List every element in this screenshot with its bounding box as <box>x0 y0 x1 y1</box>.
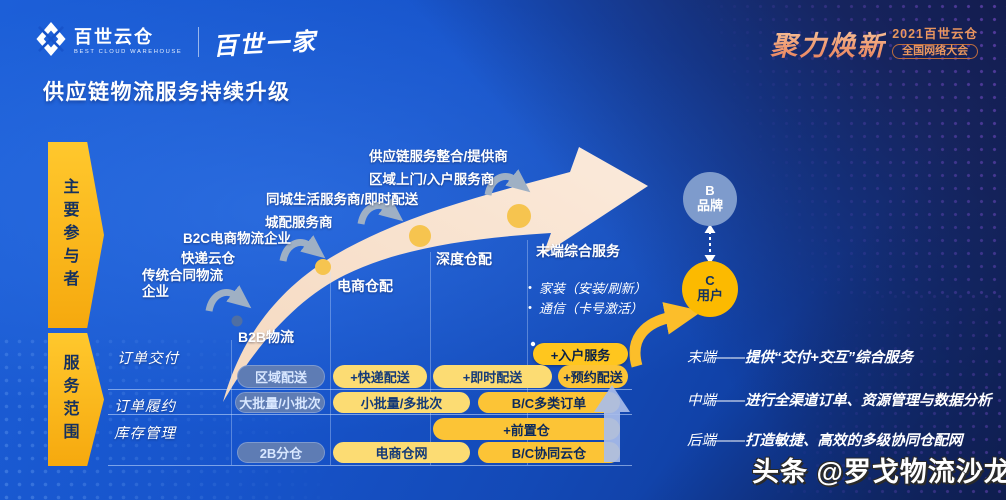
pill-bulk-small-batch: 大批量/小批次 <box>235 392 325 413</box>
logo-text: 百世云仓 BEST CLOUD WAREHOUSE <box>74 28 182 55</box>
grid-vline <box>330 272 331 465</box>
row-label-inventory: 库存管理 <box>114 426 176 442</box>
brand-circle-letter: B <box>705 183 715 199</box>
pill-reserved-delivery: +预约配送 <box>558 365 628 388</box>
pill-front-warehouse: +前置仓 <box>433 418 620 440</box>
user-circle: C 用户 <box>682 261 738 317</box>
pill-regional-delivery: 区域配送 <box>237 365 325 388</box>
grid-vline <box>231 340 232 465</box>
annotation-middle: 中端——进行全渠道订单、资源管理与数据分析 <box>687 389 992 410</box>
annotation-prefix: 中端—— <box>687 393 745 409</box>
annotation-prefix: 末端—— <box>687 350 745 366</box>
transition-arrow-icon-3 <box>357 198 404 225</box>
pill-instant-delivery: +即时配送 <box>433 365 552 388</box>
row-label-order-fulfillment: 订单履约 <box>114 399 176 415</box>
stage-label-traditional: 传统合同物流企业 <box>142 268 223 299</box>
milestone-ecom-warehouse: 电商仓配 <box>337 278 393 294</box>
pill-express-delivery: +快递配送 <box>333 365 427 388</box>
logo-divider <box>198 26 200 57</box>
sidebar-scope-shape: 服务范围 <box>48 333 104 466</box>
sidebar-scope-label: 服务范围 <box>60 353 78 446</box>
to-user-arrow-icon <box>629 302 703 368</box>
user-circle-letter: C <box>705 273 715 289</box>
logo: 百世云仓 BEST CLOUD WAREHOUSE 百世一家 <box>36 22 319 61</box>
event-year-line: 2021百世云仓 <box>892 26 978 41</box>
pill-2b-warehouse: 2B分仓 <box>237 442 325 463</box>
stage-dot-end <box>507 204 531 228</box>
pill-ecom-network: 电商仓网 <box>333 442 470 463</box>
page-title: 供应链物流服务持续升级 <box>43 81 291 104</box>
sidebar-participants-shape: 主要参与者 <box>48 142 104 328</box>
stage-dot-ecom <box>315 259 331 275</box>
watermark: 头条 @罗戈物流沙龙 <box>752 457 1006 487</box>
milestone-deep-warehouse: 深度仓配 <box>436 251 492 267</box>
event-badge-column: 2021百世云仓 全国网络大会 <box>892 26 978 60</box>
user-circle-label: 用户 <box>696 288 723 303</box>
stage-label-local-instant: 同城生活服务商/即时配送 <box>266 192 419 207</box>
brand-circle: B 品牌 <box>683 172 737 226</box>
stage-label-city-distribution: 城配服务商 <box>265 215 333 230</box>
milestone-end-services: 末端综合服务 <box>536 243 620 259</box>
end-service-home: 家装（安装/刷新） <box>538 281 647 296</box>
stage-label-integrator: 供应链服务整合/提供商 <box>369 149 508 164</box>
pill-small-multi-batch: 小批量/多批次 <box>333 392 470 413</box>
pill-bc-orders: B/C多类订单 <box>478 392 620 413</box>
grid-vline <box>430 252 431 465</box>
row-label-order-delivery: 订单交付 <box>117 351 179 367</box>
stage-dot-deep <box>409 225 431 247</box>
pill-bc-cloud-warehouse: B/C协同云仓 <box>478 442 620 463</box>
stage-label-express-cloud: 快递云仓 <box>181 251 235 266</box>
grid-hline <box>108 414 632 415</box>
logo-signature: 百世一家 <box>212 26 319 61</box>
sidebar-participants-label: 主要参与者 <box>60 177 78 293</box>
stage-label-door-service: 区域上门/入户服务商 <box>369 172 495 187</box>
event-name-line: 全国网络大会 <box>892 43 978 60</box>
end-service-telecom: 通信（卡号激活） <box>538 300 643 316</box>
event-badge: 聚力焕新 2021百世云仓 全国网络大会 <box>770 24 978 63</box>
list-item: • 通信（卡号激活） <box>528 301 644 317</box>
pill-corner-dot <box>530 341 536 347</box>
logo-diamond-icon <box>36 22 66 61</box>
grid-hline <box>108 465 632 466</box>
grid-hline <box>108 389 632 390</box>
annotation-prefix: 后端—— <box>687 433 745 449</box>
milestone-b2b: B2B物流 <box>238 329 295 345</box>
annotation-text: 打造敏捷、高效的多级协同仓配网 <box>745 433 963 449</box>
bullet-icon: • <box>528 282 532 294</box>
list-item: • 家装（安装/刷新） <box>528 281 647 297</box>
event-slogan: 聚力焕新 <box>770 24 886 63</box>
stage-dot-b2b <box>231 315 243 327</box>
annotation-text: 提供“交付+交互”综合服务 <box>745 350 913 366</box>
pill-home-service: +入户服务 <box>533 343 628 365</box>
logo-tagline: BEST CLOUD WAREHOUSE <box>74 49 183 55</box>
bullet-icon: • <box>528 301 532 314</box>
logo-name: 百世云仓 <box>74 27 154 47</box>
brand-circle-label: 品牌 <box>696 198 723 213</box>
end-services-list: • 家装（安装/刷新） • 通信（卡号激活） <box>528 281 647 320</box>
annotation-text: 进行全渠道订单、资源管理与数据分析 <box>745 393 992 409</box>
annotation-end: 末端——提供“交付+交互”综合服务 <box>687 346 913 367</box>
annotation-back: 后端——打造敏捷、高效的多级协同仓配网 <box>687 429 963 450</box>
